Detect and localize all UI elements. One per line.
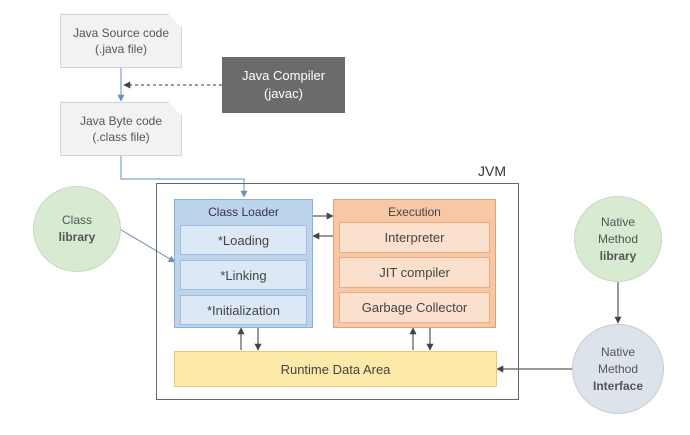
native-interface-line3: Interface [592,378,644,393]
native-library-line3: library [599,248,637,263]
execution-item-jit-compiler: JIT compiler [339,257,490,288]
class-loader-item-loading: *Loading [180,225,307,255]
class-library-line2: library [58,230,96,244]
native-interface-line2: Method [597,361,639,376]
class-library-node: Class library [33,186,121,272]
native-method-interface-node: Native Method Interface [572,324,664,414]
execution-title: Execution [388,205,441,219]
java-compiler-node: Java Compiler (javac) [222,57,345,113]
execution-item-interpreter: Interpreter [339,222,490,253]
class-loader-title: Class Loader [208,205,279,219]
runtime-data-area: Runtime Data Area [174,351,497,387]
java-bytecode-line1: Java Byte code [79,114,163,128]
native-method-library-node: Native Method library [574,196,662,282]
java-source-line2: (.java file) [94,42,147,56]
native-interface-line1: Native [600,344,635,359]
class-loader-item-linking: *Linking [180,260,307,290]
java-source-line1: Java Source code [72,26,170,40]
native-library-line2: Method [597,231,639,246]
java-source-node: Java Source code (.java file) [60,14,182,68]
class-loader-box: Class Loader *Loading *Linking *Initiali… [174,199,313,328]
class-library-line1: Class [61,213,92,227]
java-compiler-line2: (javac) [263,86,303,101]
class-loader-item-initialization: *Initialization [180,295,307,325]
arrow-classlibrary-to-classloader [117,227,176,263]
native-library-line1: Native [600,214,635,229]
java-bytecode-line2: (.class file) [92,130,150,144]
execution-box: Execution Interpreter JIT compiler Garba… [333,199,496,328]
arrow-bytecode-to-classloader [120,156,248,198]
execution-item-garbage-collector: Garbage Collector [339,292,490,323]
jvm-frame [156,183,519,400]
java-compiler-line1: Java Compiler [241,68,326,83]
jvm-label: JVM [478,163,506,179]
java-bytecode-node: Java Byte code (.class file) [60,102,182,156]
